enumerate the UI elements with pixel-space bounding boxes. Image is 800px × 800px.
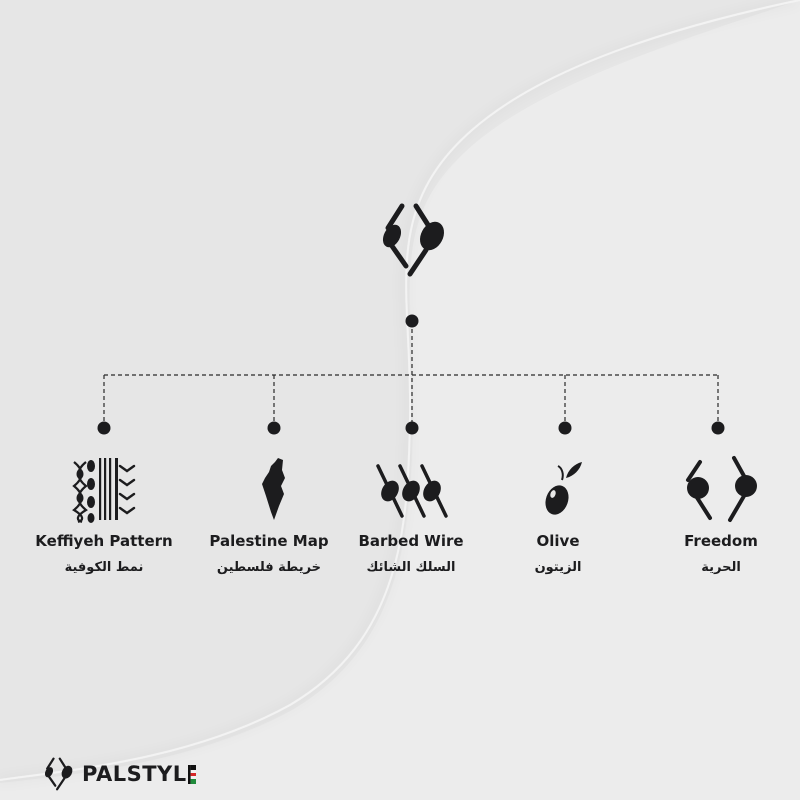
label-ar-keffiyeh-pattern: نمط الكوفية: [64, 560, 144, 575]
brand-footer: PALSTYL: [38, 756, 196, 792]
palstyle-logo-icon: [42, 757, 76, 791]
label-en-keffiyeh-pattern: Keffiyeh Pattern: [35, 532, 173, 550]
root-node-dot: [405, 314, 419, 328]
label-en-olive: Olive: [536, 532, 580, 550]
label-en-palestine-map: Palestine Map: [209, 532, 329, 550]
palestine-flag-icon: [187, 764, 196, 784]
olive-icon: [545, 462, 582, 515]
label-ar-freedom: الحرية: [701, 560, 741, 575]
label-ar-palestine-map: خريطة فلسطين: [216, 560, 322, 575]
label-en-freedom: Freedom: [684, 532, 758, 550]
palestine-map-icon: [262, 458, 285, 520]
brand-name: PALSTYL: [82, 762, 187, 786]
node-dot-keffiyeh: [97, 421, 111, 435]
node-dot-olive: [558, 421, 572, 435]
tree-connectors: [103, 322, 719, 428]
label-ar-olive: الزيتون: [534, 560, 582, 575]
freedom-icon: [686, 456, 757, 522]
keffiyeh-pattern-icon: [72, 458, 136, 524]
background-curve-edge: [0, 0, 800, 781]
label-ar-barbed-wire: السلك الشائك: [366, 560, 456, 575]
node-dot-freedom: [711, 421, 725, 435]
background-curve-highlight: [0, 0, 800, 783]
label-en-barbed-wire: Barbed Wire: [358, 532, 464, 550]
node-dot-barbed-wire: [405, 421, 419, 435]
node-dot-map: [267, 421, 281, 435]
barbed-wire-icon: [376, 464, 448, 518]
